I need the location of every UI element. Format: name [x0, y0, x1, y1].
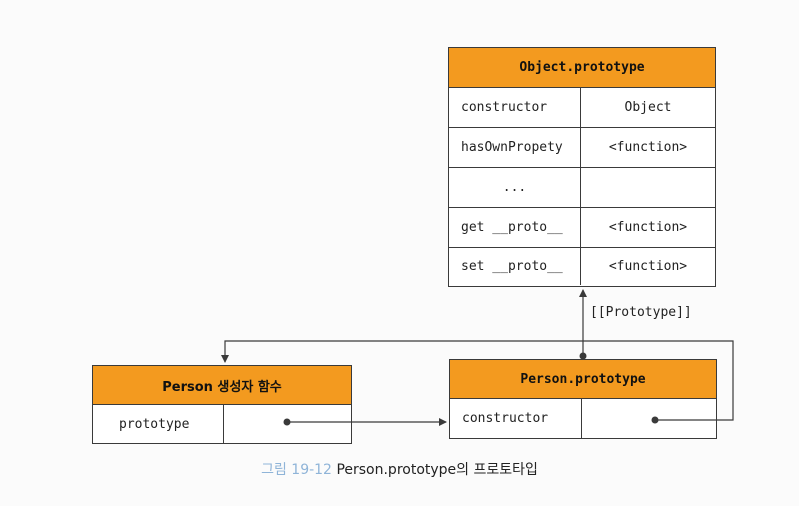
row-value: <function> — [608, 220, 688, 235]
object-prototype-row-get-proto: get __proto__ <function> — [449, 208, 715, 248]
figure-title: Person.prototype의 프로토타입 — [336, 462, 538, 478]
object-prototype-table: Object.prototype constructor Object hasO… — [448, 47, 716, 287]
row-key: constructor — [450, 399, 582, 438]
person-prototype-table: Person.prototype constructor — [449, 359, 717, 439]
prototype-link-label: [[Prototype]] — [590, 305, 692, 320]
object-prototype-row-ellipsis: ... — [449, 168, 715, 208]
object-prototype-row-constructor: constructor Object — [449, 88, 715, 128]
row-key: hasOwnPropety — [449, 128, 581, 167]
row-key: get __proto__ — [449, 208, 581, 247]
figure-number: 그림 19-12 — [261, 462, 332, 478]
person-constructor-row-prototype: prototype — [93, 405, 351, 443]
row-key: prototype — [93, 405, 224, 443]
prototype-link-arrow — [283, 418, 447, 426]
prototype-chain-arrow — [579, 289, 587, 360]
row-key: ... — [449, 168, 581, 207]
row-value: <function> — [608, 259, 688, 274]
object-prototype-row-hasownproperty: hasOwnPropety <function> — [449, 128, 715, 168]
object-prototype-row-set-proto: set __proto__ <function> — [449, 248, 715, 285]
constructor-link-arrow — [221, 340, 734, 424]
person-prototype-header: Person.prototype — [450, 360, 716, 399]
person-constructor-header: Person 생성자 함수 — [93, 366, 351, 405]
row-key: constructor — [449, 88, 581, 127]
object-prototype-header: Object.prototype — [449, 48, 715, 88]
figure-caption: 그림 19-12 Person.prototype의 프로토타입 — [0, 459, 799, 479]
person-constructor-table: Person 생성자 함수 prototype — [92, 365, 352, 444]
row-value: Object — [624, 100, 672, 115]
row-value: <function> — [608, 140, 688, 155]
person-prototype-row-constructor: constructor — [450, 399, 716, 438]
row-key: set __proto__ — [449, 248, 581, 285]
